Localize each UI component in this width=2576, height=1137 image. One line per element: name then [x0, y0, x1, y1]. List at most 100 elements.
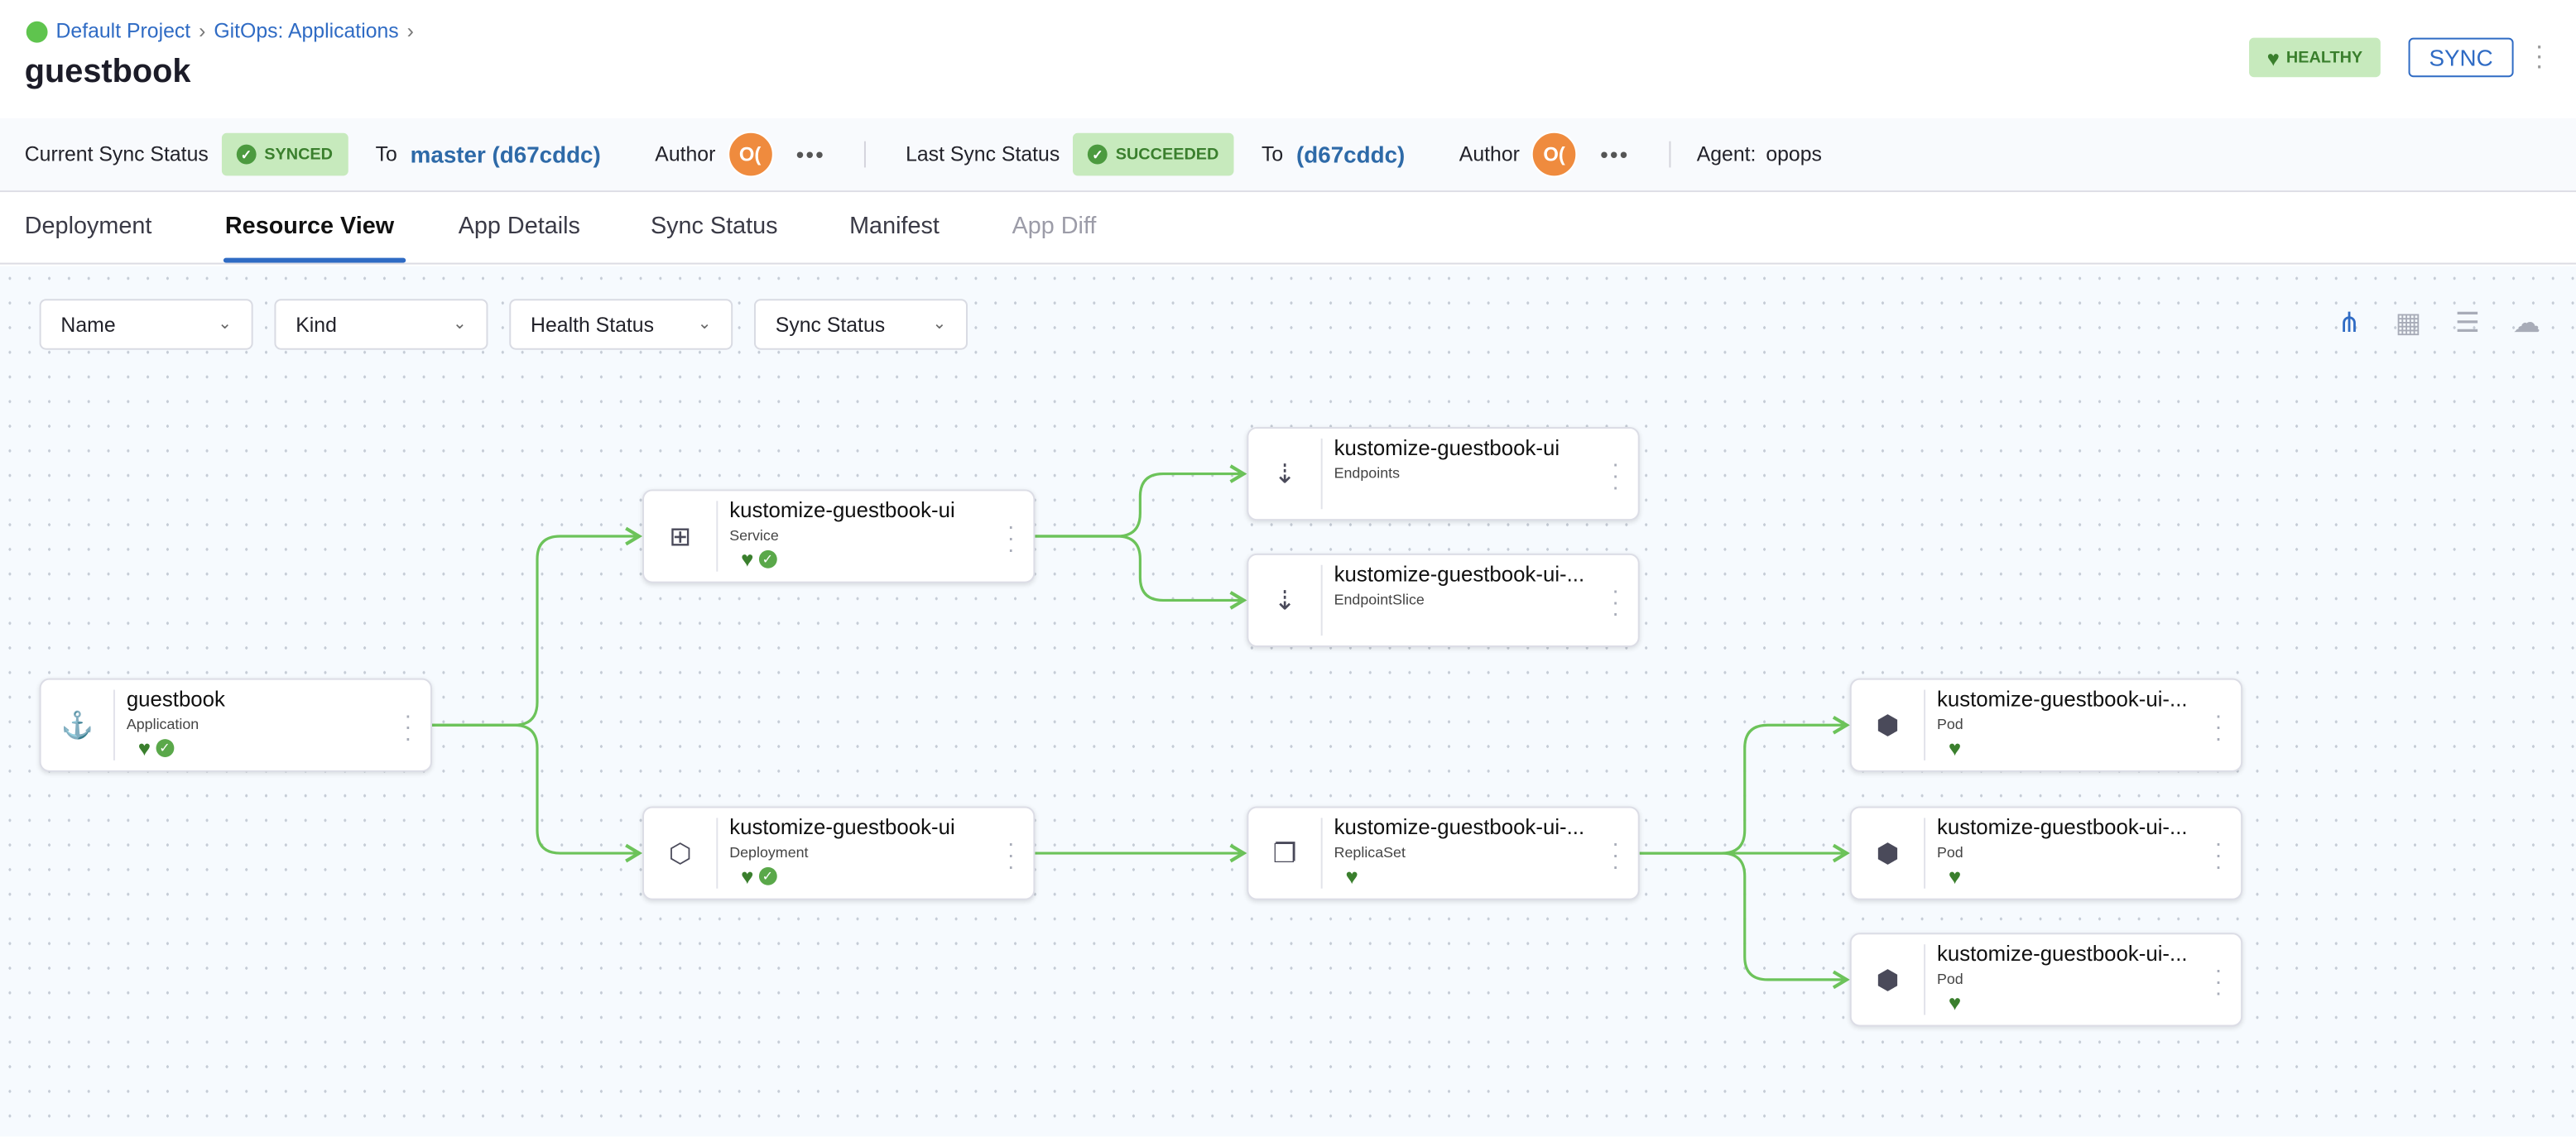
avatar[interactable]: O(	[1531, 131, 1578, 178]
to-label: To	[375, 142, 397, 166]
breadcrumb-project[interactable]: Default Project	[55, 19, 191, 43]
breadcrumb-applications[interactable]: GitOps: Applications	[214, 19, 399, 43]
resource-node-pod[interactable]: ⬢ kustomize-guestbook-ui-... Pod ♥ ···	[1849, 678, 2243, 772]
node-menu-icon[interactable]: ···	[1611, 829, 1620, 879]
node-menu-icon[interactable]: ···	[1007, 512, 1015, 562]
filter-label: Health Status	[531, 313, 655, 336]
node-name: kustomize-guestbook-ui	[729, 814, 955, 840]
health-badge: ♥ HEALTHY	[2249, 37, 2381, 78]
node-name: guestbook	[126, 686, 225, 712]
node-menu-icon[interactable]: ···	[1611, 576, 1620, 626]
node-kind: Pod	[1936, 716, 1963, 733]
avatar[interactable]: O(	[727, 131, 773, 178]
breadcrumb: Default Project› GitOps: Applications›	[26, 20, 414, 43]
synced-label: SYNCED	[264, 145, 333, 164]
author-label: Author	[655, 142, 716, 166]
resource-node-endpointslice[interactable]: ⇣ kustomize-guestbook-ui-... EndpointSli…	[1247, 553, 1640, 647]
node-menu-icon[interactable]: ···	[2214, 701, 2223, 751]
node-kind: Application	[126, 716, 199, 733]
node-menu-icon[interactable]: ···	[1007, 829, 1015, 879]
deployment-icon: ⬡	[644, 818, 718, 889]
network-view-icon[interactable]: ☁	[2512, 307, 2541, 338]
pod-icon: ⬢	[1852, 818, 1926, 889]
tab-deployment[interactable]: Deployment	[24, 213, 152, 240]
sync-status-filter-dropdown[interactable]: Sync Status ⌄	[753, 299, 968, 350]
last-sync-label: Last Sync Status	[906, 142, 1060, 166]
kind-filter-dropdown[interactable]: Kind⌄	[274, 299, 488, 350]
list-view-icon[interactable]: ☰	[2454, 307, 2481, 338]
chevron-down-icon: ⌄	[932, 315, 947, 333]
check-circle-icon: ✓	[236, 144, 257, 165]
more-icon[interactable]: •••	[1600, 141, 1630, 168]
node-menu-icon[interactable]: ···	[2214, 956, 2223, 1005]
health-badge-label: HEALTHY	[2285, 48, 2363, 67]
chevron-down-icon: ⌄	[218, 315, 232, 333]
tab-manifest[interactable]: Manifest	[849, 213, 940, 240]
agent-value: opops	[1766, 142, 1822, 166]
tab-bar: Deployment Resource View App Details Syn…	[0, 192, 2576, 265]
replicaset-icon: ❐	[1248, 818, 1323, 889]
sync-status-bar: Current Sync Status ✓ SYNCED To master (d…	[0, 118, 2576, 193]
resource-node-endpoints[interactable]: ⇣ kustomize-guestbook-ui Endpoints ···	[1247, 427, 1640, 521]
node-name: kustomize-guestbook-ui	[729, 497, 955, 523]
node-kind: Service	[729, 527, 779, 544]
node-menu-icon[interactable]: ···	[2214, 829, 2223, 879]
divider	[864, 141, 867, 168]
node-kind: Endpoints	[1334, 464, 1401, 482]
to-label: To	[1261, 142, 1284, 166]
tab-sync-status[interactable]: Sync Status	[650, 213, 778, 240]
tab-app-details[interactable]: App Details	[458, 213, 580, 240]
filter-label: Sync Status	[775, 313, 886, 336]
node-name: kustomize-guestbook-ui-...	[1936, 814, 2188, 840]
pod-icon: ⬢	[1852, 944, 1926, 1015]
current-revision-link[interactable]: master (d67cddc)	[410, 141, 601, 168]
current-sync-label: Current Sync Status	[24, 142, 209, 166]
node-kind: EndpointSlice	[1334, 591, 1425, 608]
node-kind: Pod	[1936, 844, 1963, 861]
node-menu-icon[interactable]: ···	[1611, 449, 1620, 500]
tab-resource-view[interactable]: Resource View	[224, 213, 395, 240]
divider	[1668, 141, 1670, 168]
resource-node-pod[interactable]: ⬢ kustomize-guestbook-ui-... Pod ♥ ···	[1849, 933, 2243, 1027]
more-options-icon[interactable]: ···	[2535, 32, 2544, 81]
heart-icon: ♥	[2266, 45, 2280, 70]
filter-label: Name	[60, 313, 116, 336]
agent-label: Agent:	[1696, 142, 1757, 166]
heart-icon: ♥	[137, 736, 151, 760]
resource-node-pod[interactable]: ⬢ kustomize-guestbook-ui-... Pod ♥ ···	[1849, 806, 2243, 900]
node-name: kustomize-guestbook-ui	[1334, 434, 1560, 460]
heart-icon: ♥	[741, 863, 754, 889]
heart-icon: ♥	[1948, 990, 1962, 1015]
tree-view-icon[interactable]: ⋔	[2337, 307, 2362, 338]
resource-node-replicaset[interactable]: ❐ kustomize-guestbook-ui-... ReplicaSet …	[1247, 806, 1640, 900]
endpointslice-icon: ⇣	[1248, 564, 1323, 636]
node-kind: Deployment	[729, 844, 809, 861]
heart-icon: ♥	[1948, 863, 1962, 889]
project-logo-icon	[26, 20, 48, 42]
pod-icon: ⬢	[1852, 689, 1926, 760]
check-circle-icon: ✓	[1087, 144, 1108, 165]
sync-button[interactable]: SYNC	[2408, 37, 2514, 78]
last-revision-link[interactable]: (d67cddc)	[1296, 141, 1406, 168]
more-icon[interactable]: •••	[795, 141, 825, 168]
service-icon: ⊞	[644, 501, 718, 572]
author-label: Author	[1459, 142, 1520, 166]
chevron-down-icon: ⌄	[697, 315, 712, 333]
application-icon: ⚓	[41, 689, 115, 760]
node-kind: Pod	[1936, 970, 1963, 987]
resource-node-service[interactable]: ⊞ kustomize-guestbook-ui Service ♥✓ ···	[642, 489, 1036, 583]
node-menu-icon[interactable]: ···	[404, 701, 412, 751]
resource-node-deployment[interactable]: ⬡ kustomize-guestbook-ui Deployment ♥✓ ·…	[642, 806, 1036, 900]
node-name: kustomize-guestbook-ui-...	[1936, 941, 2188, 967]
page-title: guestbook	[24, 54, 191, 91]
grid-view-icon[interactable]: ▦	[2395, 307, 2422, 338]
node-name: kustomize-guestbook-ui-...	[1334, 814, 1585, 840]
check-circle-icon: ✓	[155, 739, 174, 757]
succeeded-badge: ✓ SUCCEEDED	[1073, 132, 1234, 176]
health-status-filter-dropdown[interactable]: Health Status ⌄	[509, 299, 733, 350]
heart-icon: ♥	[1345, 863, 1358, 889]
check-circle-icon: ✓	[758, 549, 777, 568]
name-filter-dropdown[interactable]: Name ⌄	[39, 299, 253, 350]
resource-node-application[interactable]: ⚓ guestbook Application ♥✓ ···	[39, 678, 432, 772]
succeeded-label: SUCCEEDED	[1115, 145, 1219, 164]
